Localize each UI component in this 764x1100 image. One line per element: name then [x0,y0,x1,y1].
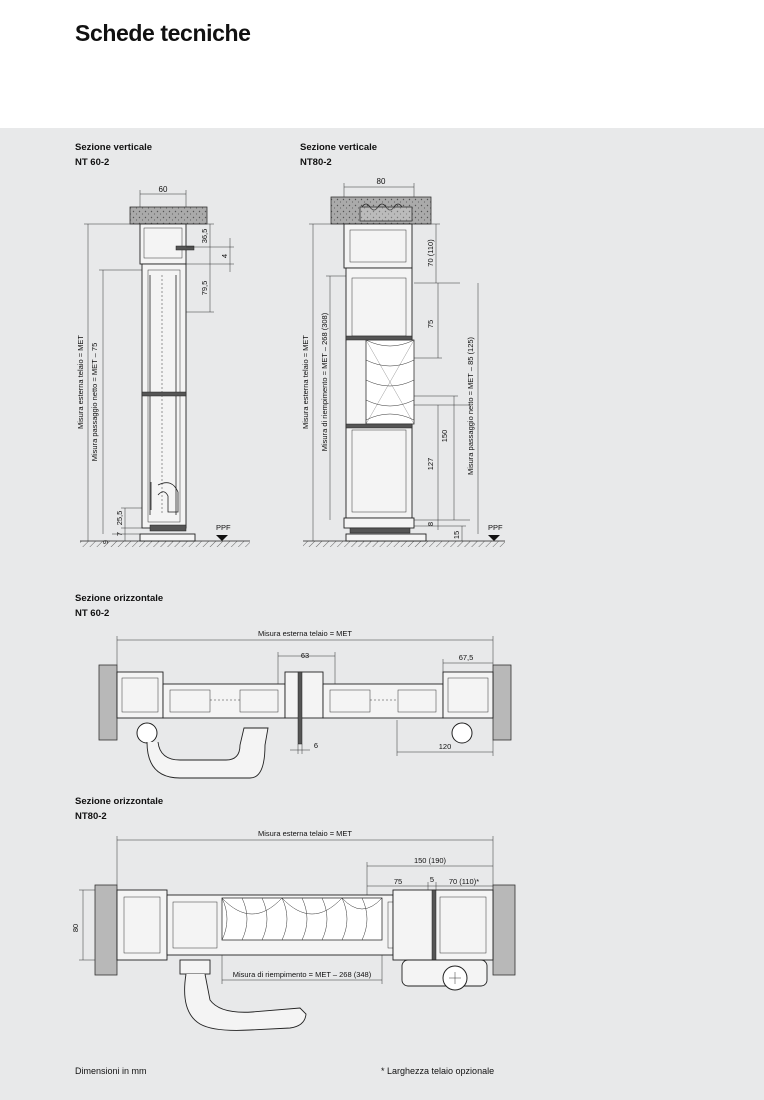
dim-79-5: 79,5 [200,281,209,296]
caption-model: NT80-2 [300,157,332,168]
dim-met: Misura esterna telaio = MET [258,829,352,838]
dim-75: 75 [426,320,435,328]
dim-passaggio: Misura passaggio netto = MET – 75 [90,343,99,461]
dim-63: 63 [301,651,309,660]
caption-title: Sezione orizzontale [75,796,164,807]
caption-model: NT80-2 [75,811,107,822]
dim-7: 7 [115,532,124,536]
dim-120: 120 [439,742,452,751]
dim-width: 80 [377,177,386,186]
caption-title: Sezione orizzontale [75,593,164,604]
dim-70-110: 70 (110)* [449,877,479,886]
dim-75: 75 [394,877,402,886]
caption-model: NT 60-2 [75,157,110,168]
dim-6: 6 [314,741,318,750]
dim-36-5: 36,5 [200,229,209,244]
dim-80: 80 [71,924,80,932]
vertical-section-nt60: 60 Misura esterna telaio = MET Misura pa… [76,185,250,547]
dim-riempimento: Misura di riempimento = MET – 268 (308) [320,312,329,451]
dim-70-110: 70 (110) [426,239,435,267]
caption-model: NT 60-2 [75,608,110,619]
dim-riempimento: Misura di riempimento = MET – 268 (348) [233,970,372,979]
dim-9: 9 [101,540,110,544]
dim-127: 127 [426,458,435,471]
dim-met: Misura esterna telaio = MET [258,629,352,638]
caption-title: Sezione verticale [300,142,378,153]
dim-67-5: 67,5 [459,653,474,662]
dim-150-190: 150 (190) [414,856,447,865]
dim-met: Misura esterna telaio = MET [76,335,85,429]
dim-150: 150 [440,430,449,443]
section-caption-vertical-nt80: Sezione verticale NT80-2 [300,140,377,170]
caption-title: Sezione verticale [75,142,153,153]
vertical-section-nt80: 80 Misura esterna telaio = MET Misura di… [301,177,505,547]
page-title: Schede tecniche [75,20,251,46]
dim-8: 8 [426,522,435,526]
footer-units: Dimensioni in mm [75,1066,147,1076]
horizontal-section-nt60: Misura esterna telaio = MET 63 [98,629,512,779]
dim-width: 60 [159,185,168,194]
dim-met: Misura esterna telaio = MET [301,335,310,429]
ppf-label: PPF [216,523,231,532]
footer-note: * Larghezza telaio opzionale [381,1066,495,1076]
dim-passaggio: Misura passaggio netto = MET – 85 (125) [466,336,475,475]
section-caption-horizontal-nt60: Sezione orizzontale NT 60-2 [75,591,163,621]
horizontal-section-nt80: Misura esterna telaio = MET 150 (190) [71,829,516,1031]
section-caption-horizontal-nt80: Sezione orizzontale NT80-2 [75,794,163,824]
dim-4: 4 [220,254,229,258]
ppf-label: PPF [488,523,503,532]
dim-25-5: 25,5 [115,511,124,526]
section-caption-vertical-nt60: Sezione verticale NT 60-2 [75,140,152,170]
dim-5: 5 [430,875,434,884]
dim-15: 15 [452,531,461,539]
